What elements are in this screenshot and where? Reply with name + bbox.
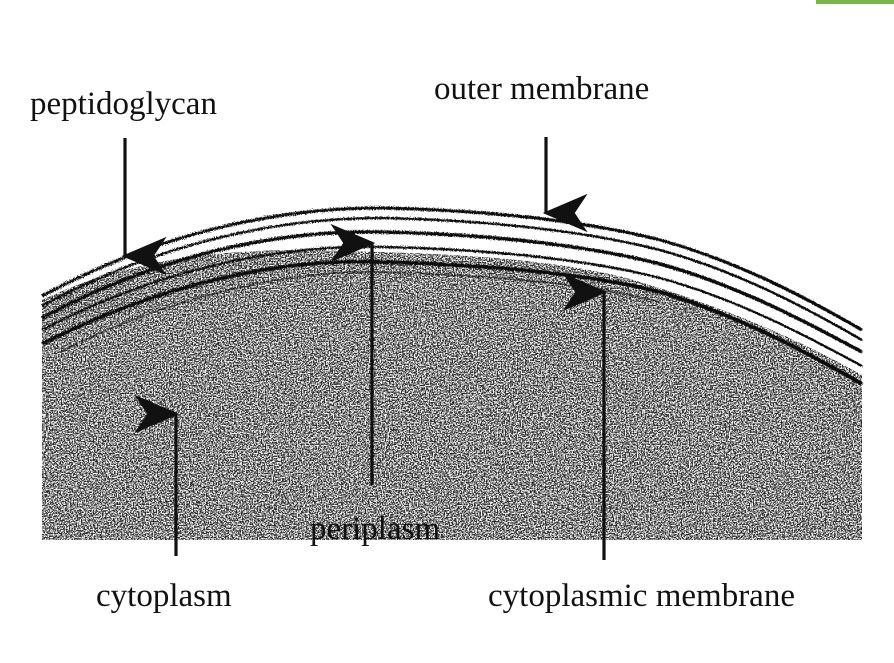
- label-cytoplasm: cytoplasm: [96, 580, 232, 613]
- cytoplasm-texture: [42, 240, 862, 540]
- label-periplasm: periplasm: [310, 513, 440, 546]
- label-outer-membrane: outer membrane: [434, 73, 649, 106]
- label-cytoplasmic-membrane: cytoplasmic membrane: [488, 580, 795, 613]
- label-peptidoglycan: peptidoglycan: [30, 88, 217, 121]
